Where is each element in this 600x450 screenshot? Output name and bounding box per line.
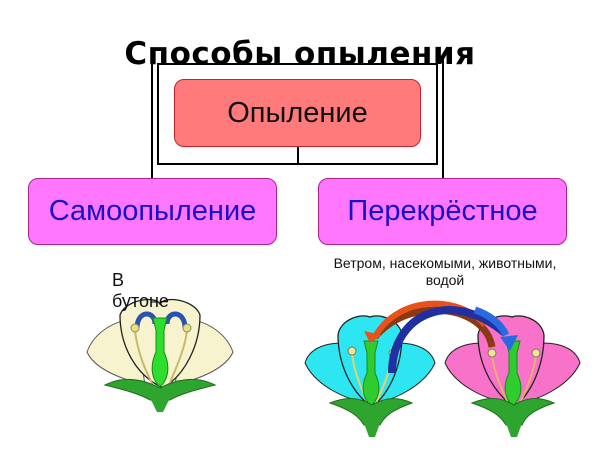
connector-inner-left — [157, 63, 159, 165]
connector-inner-top — [157, 63, 438, 65]
cross-pollination-caption: Ветром, насекомыми, животными, водой — [300, 255, 590, 289]
diagram-title: Способы опыления — [124, 36, 476, 72]
connector-inner-right — [436, 63, 438, 165]
connector-inner-bottom — [157, 163, 438, 165]
caption-line-2: водой — [425, 272, 465, 288]
node-cross-pollination: Перекрёстное — [318, 178, 567, 245]
caption-line-1: Ветром, насекомыми, животными, — [333, 255, 557, 271]
cross-pollination-illustration — [304, 300, 581, 437]
cyan-flower — [304, 315, 436, 437]
bud-label: В бутоне — [112, 270, 169, 312]
bud-label-line-2: бутоне — [112, 291, 169, 311]
bud-label-line-1: В — [112, 270, 125, 290]
node-self-pollination-label: Самоопыление — [48, 195, 257, 227]
node-cross-pollination-label: Перекрёстное — [347, 195, 538, 227]
root-node-pollination: Опыление — [174, 79, 421, 147]
node-self-pollination: Самоопыление — [28, 178, 277, 245]
connector-outer-left — [151, 57, 153, 178]
connector-outer-right — [442, 57, 444, 178]
connector-root-stem — [297, 147, 299, 164]
root-node-label: Опыление — [227, 96, 368, 129]
pollen-transfer-arrows — [364, 300, 518, 374]
bud-flower-illustration — [86, 298, 234, 412]
pink-flower — [444, 315, 581, 437]
